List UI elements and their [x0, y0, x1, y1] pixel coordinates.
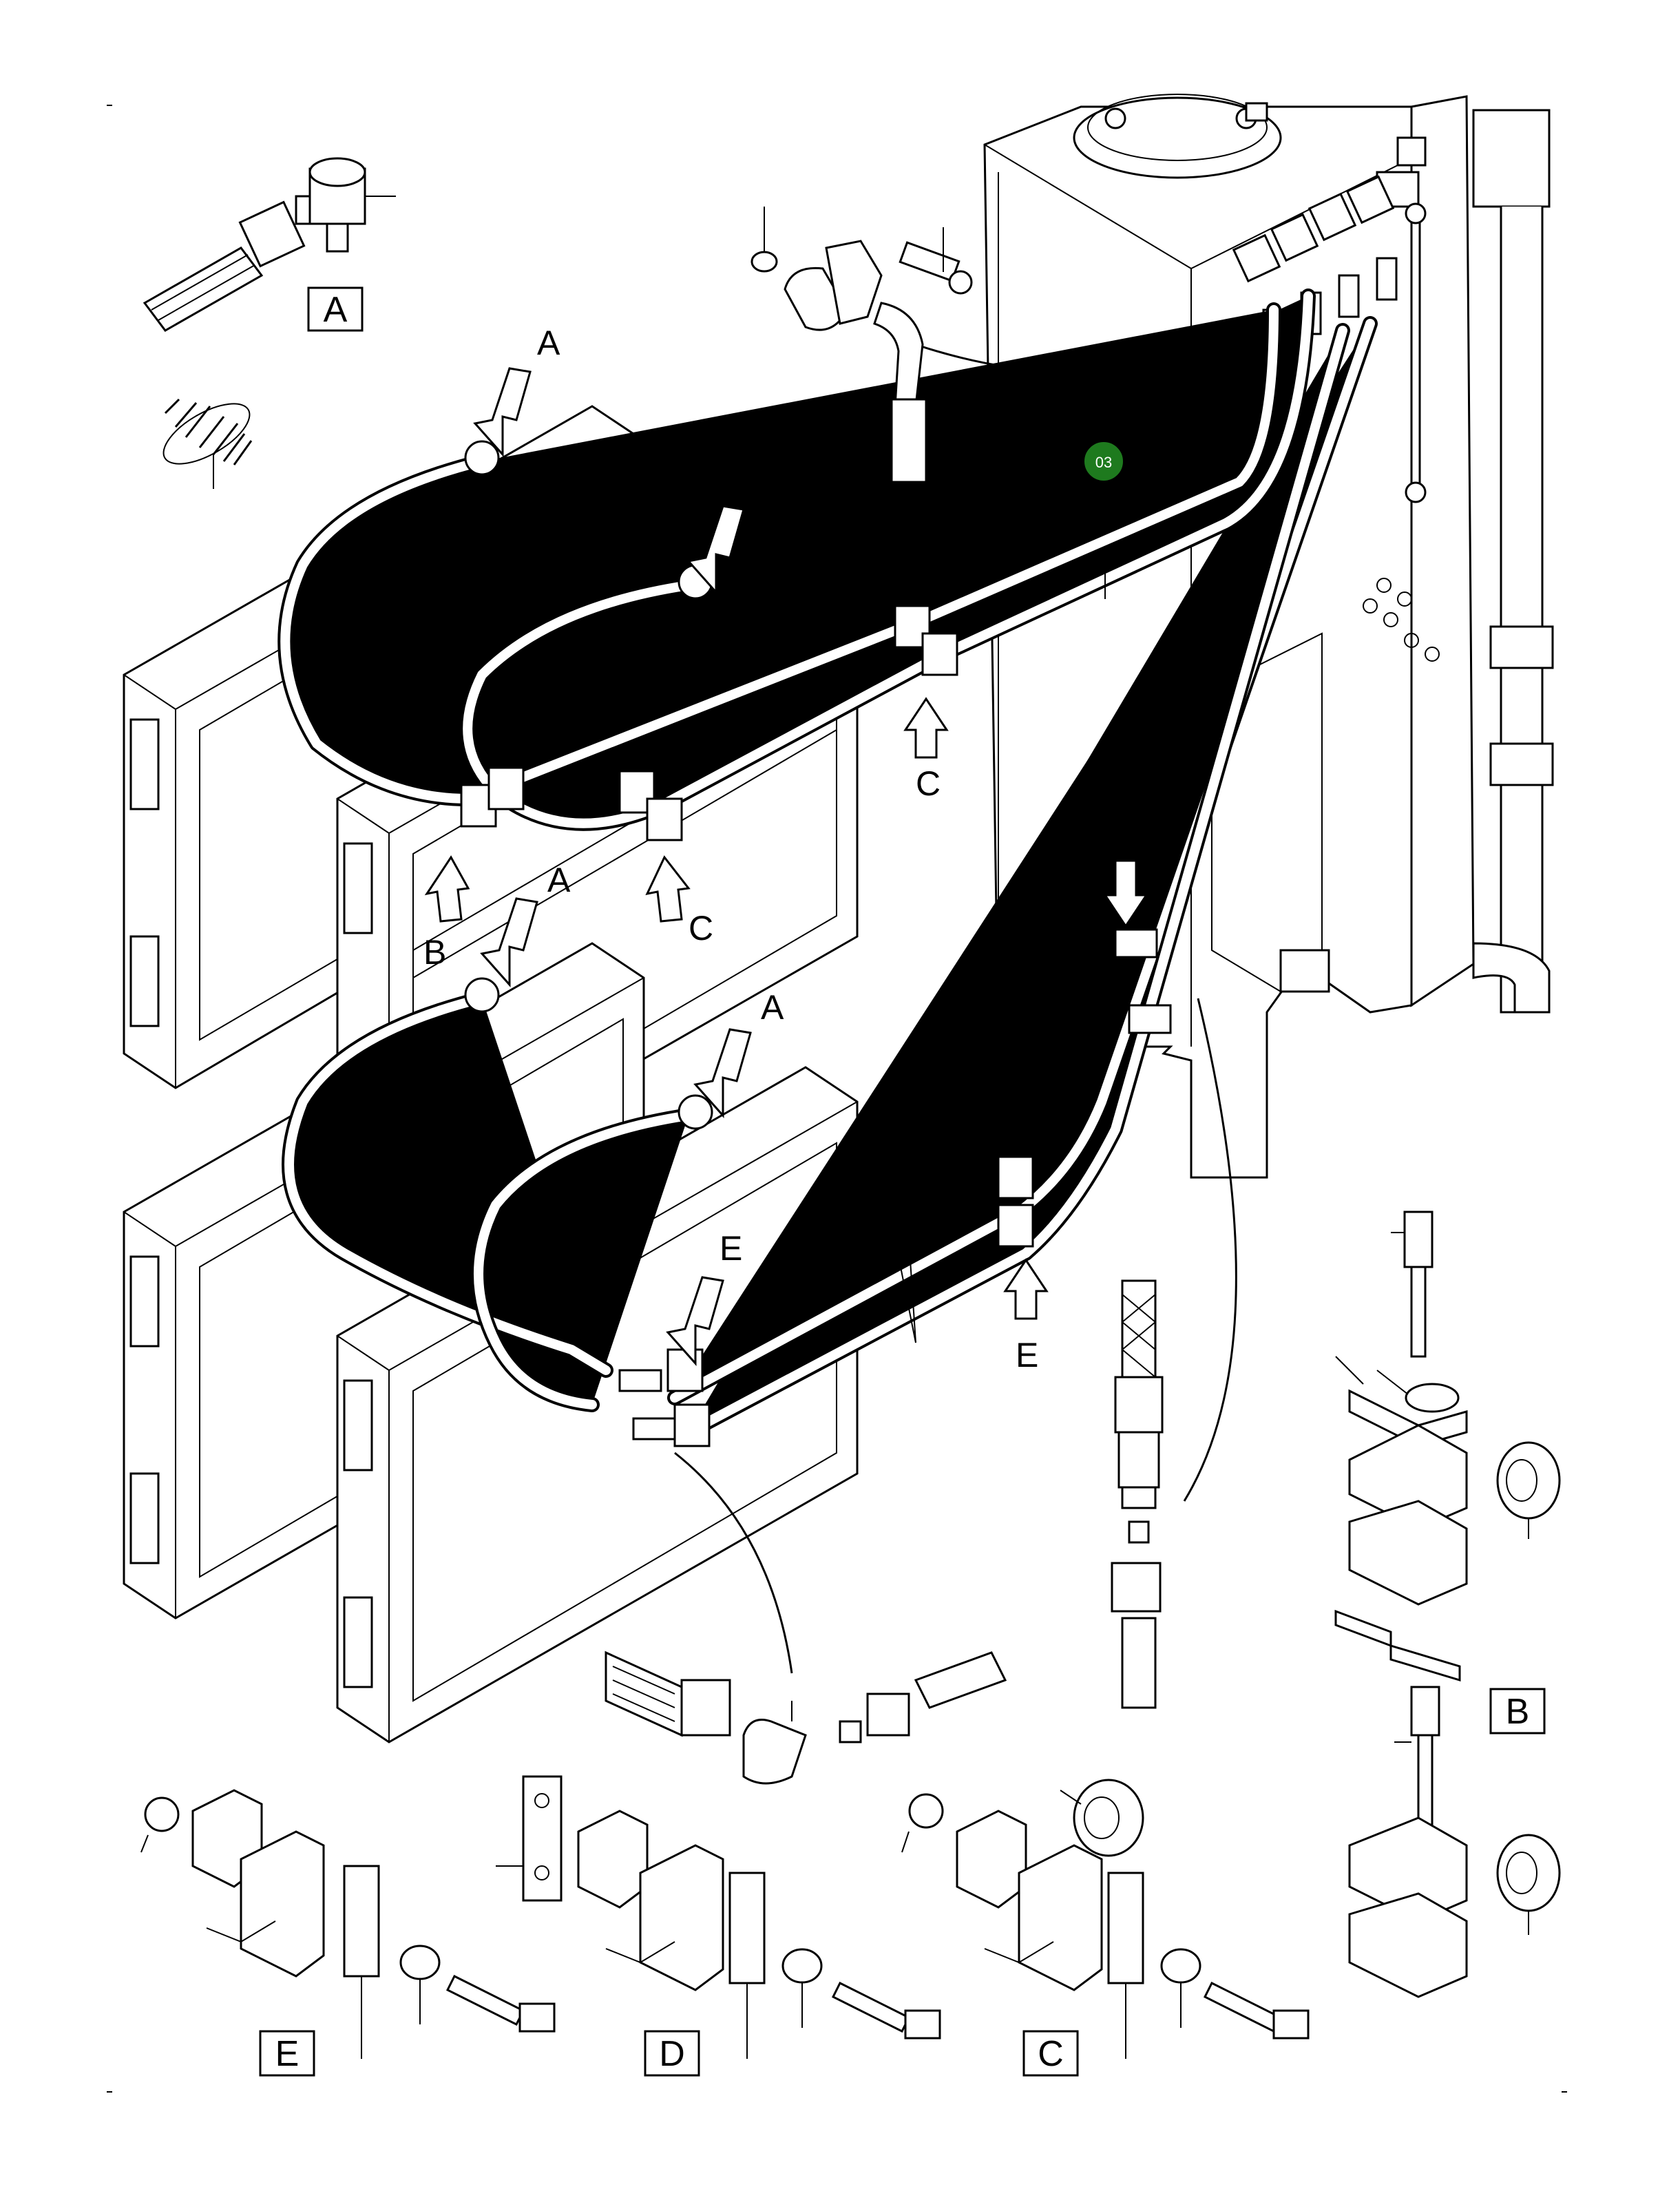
detail-box-label: D	[659, 2034, 685, 2074]
detail-e-clamp: E	[140, 1789, 556, 2077]
callout-badge-03: 03	[1083, 441, 1124, 482]
arrow-label-c: C	[689, 909, 713, 947]
detail-d-clamp: D	[496, 1775, 941, 2077]
detail-box-c	[1022, 2030, 1079, 2077]
detail-a-fitting: A	[143, 157, 396, 332]
detail-box-label: A	[324, 290, 348, 330]
detail-box-b	[1489, 1688, 1546, 1735]
hose-routing	[285, 296, 1370, 1674]
arrow-label-e: E	[1016, 1336, 1038, 1374]
fitting-stack-center	[1111, 1279, 1164, 1709]
flange-fittings	[1232, 175, 1398, 353]
detail-b-clamp: B	[1334, 1211, 1561, 1998]
arrow-label-c: C	[916, 764, 941, 803]
callout-letters: A A A A B C C D E E	[423, 324, 1140, 1374]
detail-box-label: B	[1506, 1692, 1530, 1732]
corner-marks	[107, 105, 1567, 2093]
arrow-label-e: E	[720, 1229, 742, 1268]
elbow-fitting	[605, 1651, 1007, 1785]
arrow-label-b: B	[423, 933, 446, 972]
detail-box-label: E	[275, 2034, 300, 2074]
detail-box-e	[259, 2030, 315, 2077]
detail-box-label: C	[1038, 2034, 1064, 2074]
detail-box-d	[644, 2030, 700, 2077]
sight-glass	[1405, 202, 1427, 503]
arrow-label-d: D	[1115, 819, 1140, 858]
flange-exploded-parts	[750, 207, 973, 483]
detail-box-a	[307, 286, 364, 332]
arrow-label-a: A	[547, 861, 571, 899]
spring-coil	[162, 398, 253, 489]
arrow-label-a: A	[537, 324, 560, 362]
callout-badge-text: 03	[1095, 454, 1112, 471]
arrow-label-a: A	[761, 988, 784, 1027]
arrow-label-a: A	[754, 458, 777, 496]
callout-arrows	[424, 367, 1148, 1366]
detail-c-clamp: C	[901, 1779, 1310, 2077]
